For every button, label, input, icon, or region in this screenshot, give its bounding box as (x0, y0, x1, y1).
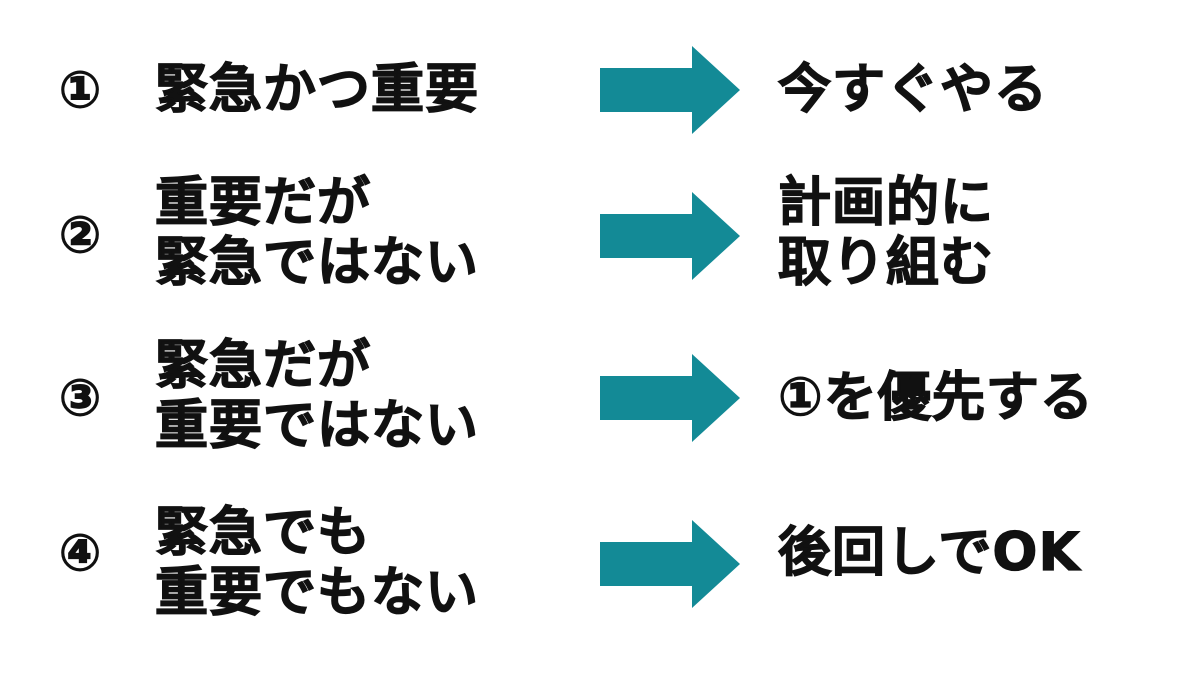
row-action-1: 今すぐやる (777, 59, 1178, 120)
row-number-3: ③ (58, 368, 102, 427)
row-label-1: 緊急かつ重要 (154, 59, 585, 120)
priority-row-3: ③ 緊急だが 重要ではない ①を優先する (0, 328, 1200, 468)
arrow-right-icon (600, 520, 740, 608)
arrow-right-icon (600, 46, 740, 134)
row-label-4-line-2: 重要でもない (154, 562, 479, 623)
priority-row-1: ① 緊急かつ重要 今すぐやる (0, 40, 1200, 140)
row-action-3: ①を優先する (777, 367, 1178, 428)
row-number-2: ② (58, 205, 102, 264)
row-action-3-line-1: ①を優先する (777, 367, 1094, 428)
row-label-2-line-2: 緊急ではない (154, 232, 479, 293)
row-label-4-line-1: 緊急でも (154, 502, 371, 563)
row-label-4: 緊急でも 重要でもない (154, 502, 585, 623)
priority-row-4: ④ 緊急でも 重要でもない 後回しでOK (0, 495, 1200, 635)
row-label-3-line-2: 重要ではない (154, 395, 479, 456)
row-label-3: 緊急だが 重要ではない (154, 335, 585, 456)
arrow-right-icon (600, 354, 740, 442)
row-number-1: ① (58, 60, 102, 119)
row-action-4-line-1: 後回しでOK (777, 522, 1081, 583)
row-number-4: ④ (58, 523, 102, 582)
row-action-2-line-2: 取り組む (777, 232, 994, 293)
row-label-3-line-1: 緊急だが (154, 335, 371, 396)
row-action-1-line-1: 今すぐやる (777, 59, 1048, 120)
arrow-right-icon (600, 192, 740, 280)
row-label-2-line-1: 重要だが (154, 172, 371, 233)
row-action-2: 計画的に 取り組む (777, 172, 1178, 293)
row-action-2-line-1: 計画的に (777, 172, 994, 233)
priority-row-2: ② 重要だが 緊急ではない 計画的に 取り組む (0, 165, 1200, 305)
row-label-1-line-1: 緊急かつ重要 (154, 59, 479, 120)
row-label-2: 重要だが 緊急ではない (154, 172, 585, 293)
row-action-4: 後回しでOK (777, 522, 1178, 583)
